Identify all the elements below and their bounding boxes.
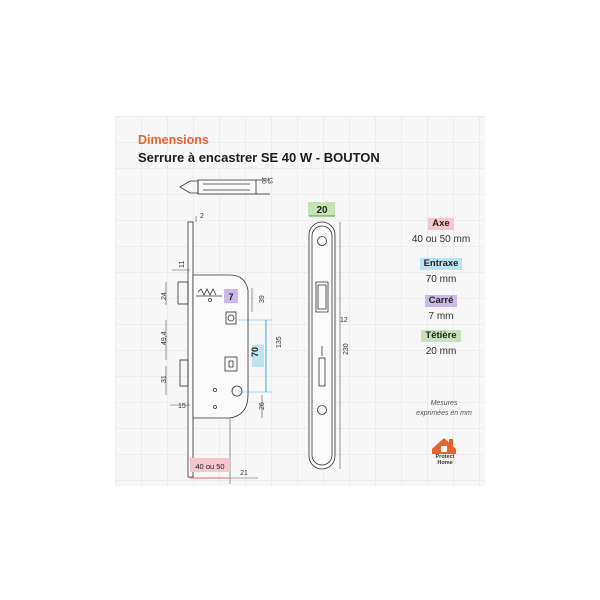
dim-49-4: 49,4 — [161, 331, 168, 345]
units-note-line2: exprimées en mm — [416, 410, 472, 417]
spec-carre-label: Carré — [424, 295, 458, 307]
spec-tetiere-value: 20 mm — [425, 346, 457, 357]
spec-tetiere-label: Têtière — [421, 330, 461, 342]
dim-135: 135 — [276, 336, 283, 348]
spec-axe-label: Axe — [428, 218, 454, 230]
spec-carre: Carré 7 mm — [398, 290, 484, 322]
dim-carre-7: 7 — [228, 292, 233, 302]
logo-line1: Protect — [435, 454, 455, 460]
spec-axe-value: 40 ou 50 mm — [411, 234, 471, 245]
dim-230: 230 — [343, 343, 350, 355]
dim-latch-13: 13 — [266, 177, 272, 184]
diagram-panel — [115, 116, 485, 486]
dim-39: 39 — [259, 295, 266, 303]
dim-latch-10: 10 — [260, 177, 266, 184]
tetiere-highlight — [308, 202, 335, 216]
dim-axe-40ou50: 40 ou 50 — [195, 462, 224, 471]
carre-highlight — [224, 289, 238, 303]
dim-12: 12 — [340, 317, 348, 324]
spec-axe: Axe 40 ou 50 mm — [398, 213, 484, 245]
dim-2: 2 — [200, 213, 204, 220]
axe-highlight — [190, 458, 230, 472]
protect-home-logo-text: Protect Home — [428, 454, 462, 466]
dim-15: 15 — [178, 403, 186, 410]
dim-26: 26 — [259, 402, 266, 410]
logo-line2: Home — [437, 460, 453, 466]
spec-carre-value: 7 mm — [428, 311, 454, 322]
product-title: Serrure à encastrer SE 40 W - BOUTON — [138, 150, 380, 165]
units-note: Mesures exprimées en mm — [398, 399, 490, 419]
spec-entraxe-value: 70 mm — [425, 274, 457, 285]
dim-tetiere-20: 20 — [316, 205, 328, 216]
dimensions-heading: Dimensions — [138, 133, 209, 147]
spec-entraxe: Entraxe 70 mm — [398, 253, 484, 285]
lock-body-drawing — [177, 221, 249, 478]
dim-entraxe-70: 70 — [250, 347, 260, 357]
protect-home-house-icon — [432, 438, 456, 454]
spec-entraxe-label: Entraxe — [419, 258, 463, 270]
units-note-line1: Mesures — [430, 400, 458, 407]
dim-11: 11 — [179, 261, 186, 268]
dim-24: 24 — [161, 292, 168, 300]
spec-tetiere: Têtière 20 mm — [398, 325, 484, 357]
dimension-lines — [165, 216, 263, 484]
dim-21: 21 — [240, 470, 248, 477]
dim-31: 31 — [161, 375, 168, 383]
latch-bolt-drawing — [179, 179, 270, 195]
faceplate-drawing — [308, 221, 336, 470]
